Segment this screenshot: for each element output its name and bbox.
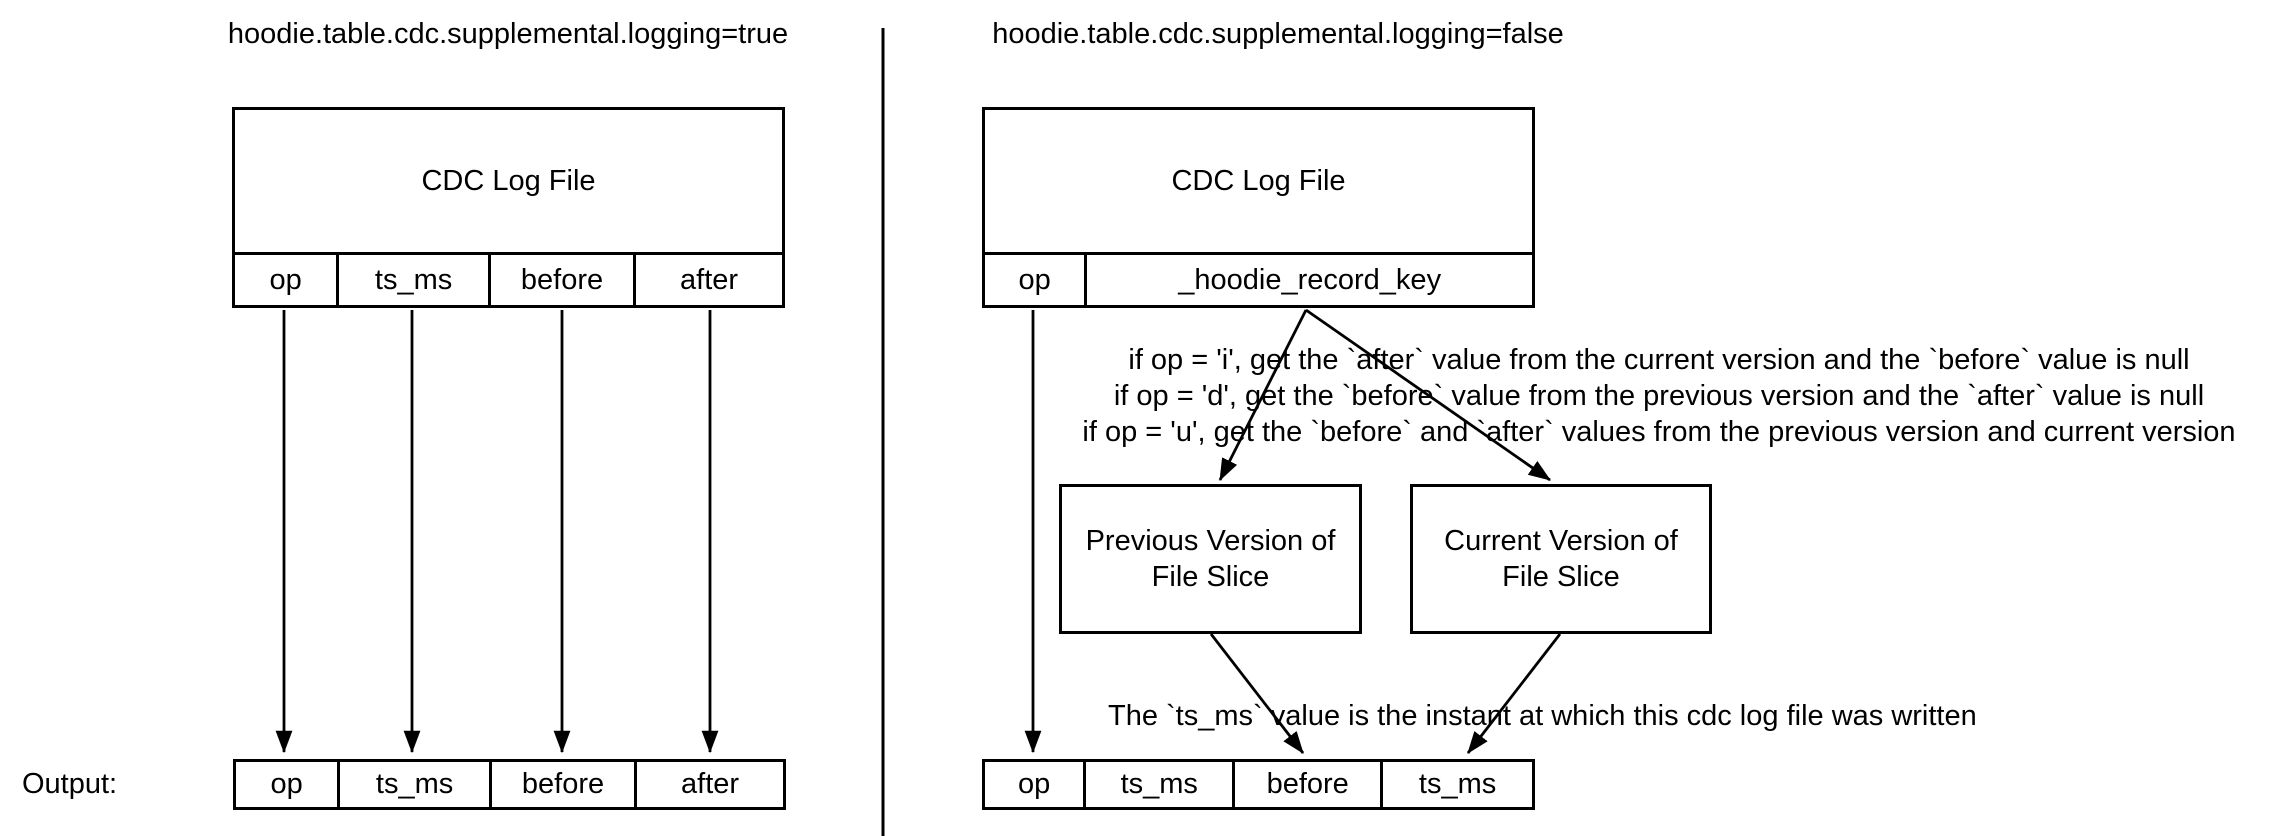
current-version-file-slice-box: Current Version of File Slice — [1410, 484, 1712, 634]
right-panel-title: hoodie.table.cdc.supplemental.logging=fa… — [992, 18, 1564, 50]
left-output-op: op — [270, 768, 303, 800]
left-output-row: op ts_ms before after — [233, 759, 786, 810]
right-col-op: op — [1018, 263, 1051, 296]
left-panel-title: hoodie.table.cdc.supplemental.logging=tr… — [227, 18, 789, 50]
arrow-previous-version-to-output-before — [1209, 633, 1305, 754]
condition-delete: if op = 'd', get the `before` value from… — [1113, 380, 2205, 412]
ts-ms-note: The `ts_ms` value is the instant at whic… — [1108, 700, 1977, 732]
left-col-after: after — [633, 255, 782, 305]
arrow-current-version-to-output-after — [1466, 633, 1562, 754]
left-output-before: before — [489, 762, 634, 807]
right-cdc-log-file-columns: op _hoodie_record_key — [985, 252, 1532, 305]
previous-version-file-slice-box: Previous Version of File Slice — [1059, 484, 1362, 634]
left-col-op: op — [269, 263, 302, 296]
condition-update: if op = 'u', get the `before` and `after… — [1082, 416, 2236, 448]
right-output-ts-ms-2: ts_ms — [1380, 762, 1532, 807]
right-output-op: op — [1018, 768, 1051, 800]
left-col-ts-ms: ts_ms — [336, 255, 488, 305]
left-cdc-log-file-title: CDC Log File — [421, 164, 596, 197]
left-output-after: after — [634, 762, 783, 807]
right-output-row: op ts_ms before ts_ms — [982, 759, 1535, 810]
right-output-ts-ms: ts_ms — [1083, 762, 1232, 807]
left-output-ts-ms: ts_ms — [337, 762, 489, 807]
left-cdc-log-file-table: CDC Log File op ts_ms before after — [232, 107, 785, 308]
left-cdc-log-file-columns: op ts_ms before after — [235, 252, 782, 305]
output-label: Output: — [22, 768, 118, 800]
right-cdc-log-file-table: CDC Log File op _hoodie_record_key — [982, 107, 1535, 308]
op-conditions-text: if op = 'i', get the `after` value from … — [1040, 342, 2278, 450]
condition-insert: if op = 'i', get the `after` value from … — [1128, 344, 2190, 376]
left-col-before: before — [488, 255, 633, 305]
right-cdc-log-file-title: CDC Log File — [1171, 164, 1346, 197]
right-col-hoodie-record-key: _hoodie_record_key — [1084, 255, 1532, 305]
right-output-before: before — [1232, 762, 1380, 807]
